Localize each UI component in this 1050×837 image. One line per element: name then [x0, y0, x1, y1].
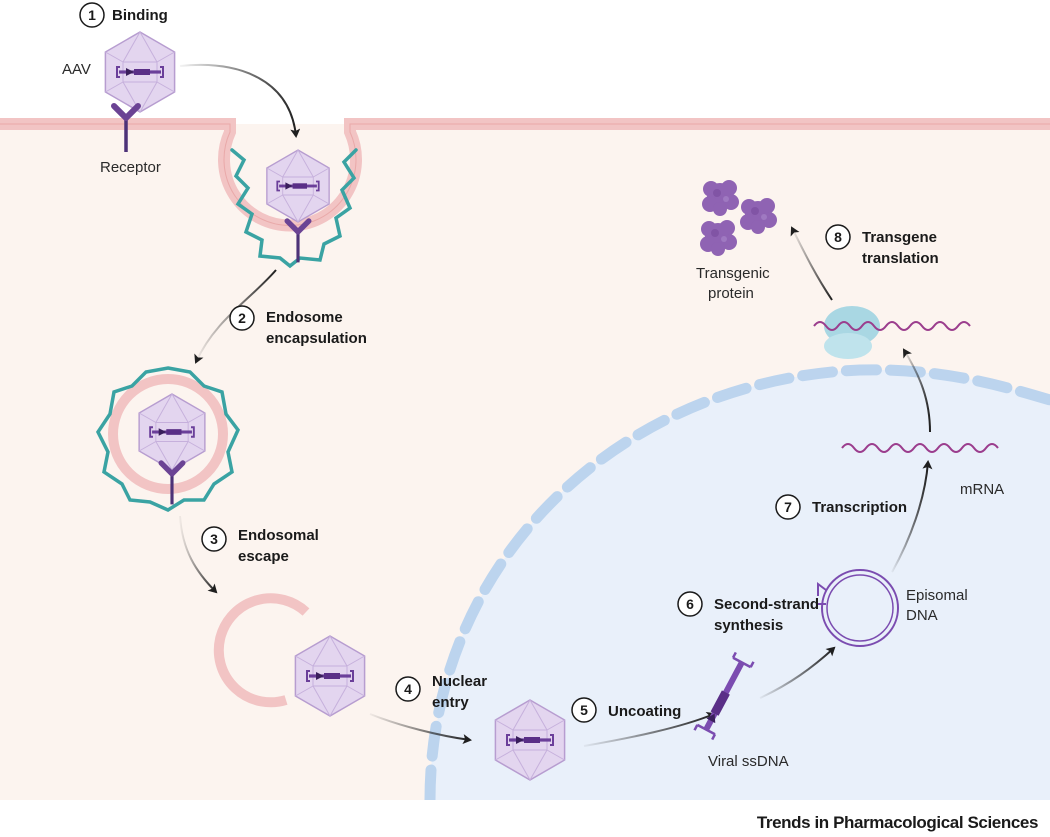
- step-4-title: Nuclear: [432, 673, 487, 690]
- step-1: 1 Binding: [79, 2, 168, 28]
- step-7: 7 Transcription: [775, 494, 907, 520]
- viral-ssdna: [693, 651, 755, 741]
- step-6: 6 Second-strand synthesis: [677, 591, 819, 634]
- episomal-dna: [817, 569, 899, 647]
- clathrin-coat: [230, 148, 358, 269]
- step-8-title: Transgene: [862, 229, 937, 246]
- arrow-escape: [179, 515, 218, 594]
- step-3: 3 Endosomal escape: [201, 526, 319, 565]
- arrow-binding: [179, 64, 301, 138]
- broken-endosome: [213, 593, 310, 708]
- step-3-subtitle: escape: [238, 548, 289, 565]
- aav-capsid: [104, 31, 176, 113]
- step-4: 4 Nuclear entry: [395, 673, 487, 711]
- step-6-subtitle: synthesis: [714, 617, 783, 634]
- step-8-number: 8: [834, 229, 842, 245]
- ribosome: [824, 306, 880, 359]
- step-2-title: Endosome: [266, 309, 343, 326]
- step-3-title: Endosomal: [238, 527, 319, 544]
- arrow-uncoating: [583, 712, 716, 747]
- arrow-export: [902, 348, 931, 433]
- step-5: 5 Uncoating: [571, 697, 681, 723]
- label-mrna: mRNA: [960, 481, 1004, 498]
- step-3-number: 3: [210, 531, 218, 547]
- label-transgenic-1: Transgenic: [696, 265, 770, 282]
- nucleus: [424, 364, 1050, 806]
- step-2: 2 Endosome encapsulation: [229, 305, 367, 347]
- step-8: 8 Transgene translation: [825, 224, 939, 267]
- mrna-strand: [841, 443, 999, 453]
- step-7-title: Transcription: [812, 499, 907, 516]
- label-aav: AAV: [62, 61, 91, 78]
- label-receptor: Receptor: [100, 159, 161, 176]
- step-2-number: 2: [238, 310, 246, 326]
- step-6-title: Second-strand: [714, 596, 819, 613]
- arrow-second-strand: [759, 646, 836, 699]
- step-5-title: Uncoating: [608, 703, 681, 720]
- step-1-number: 1: [88, 7, 96, 23]
- step-5-number: 5: [580, 702, 588, 718]
- label-viral-ssdna: Viral ssDNA: [708, 753, 789, 770]
- arrow-transcription: [891, 460, 933, 573]
- step-2-subtitle: encapsulation: [266, 330, 367, 347]
- step-6-number: 6: [686, 596, 694, 612]
- arrow-nuclear-entry: [369, 713, 472, 745]
- step-4-subtitle: entry: [432, 694, 469, 711]
- label-episomal-2: DNA: [906, 607, 938, 624]
- step-7-number: 7: [784, 499, 792, 515]
- step-1-title: Binding: [112, 7, 168, 24]
- label-transgenic-2: protein: [708, 285, 754, 302]
- step-4-number: 4: [404, 681, 412, 697]
- step-8-subtitle: translation: [862, 250, 939, 267]
- label-episomal-1: Episomal: [906, 587, 968, 604]
- arrow-translation: [790, 226, 833, 301]
- journal-footer: Trends in Pharmacological Sciences: [756, 813, 1039, 832]
- mrna-translating: [813, 321, 971, 331]
